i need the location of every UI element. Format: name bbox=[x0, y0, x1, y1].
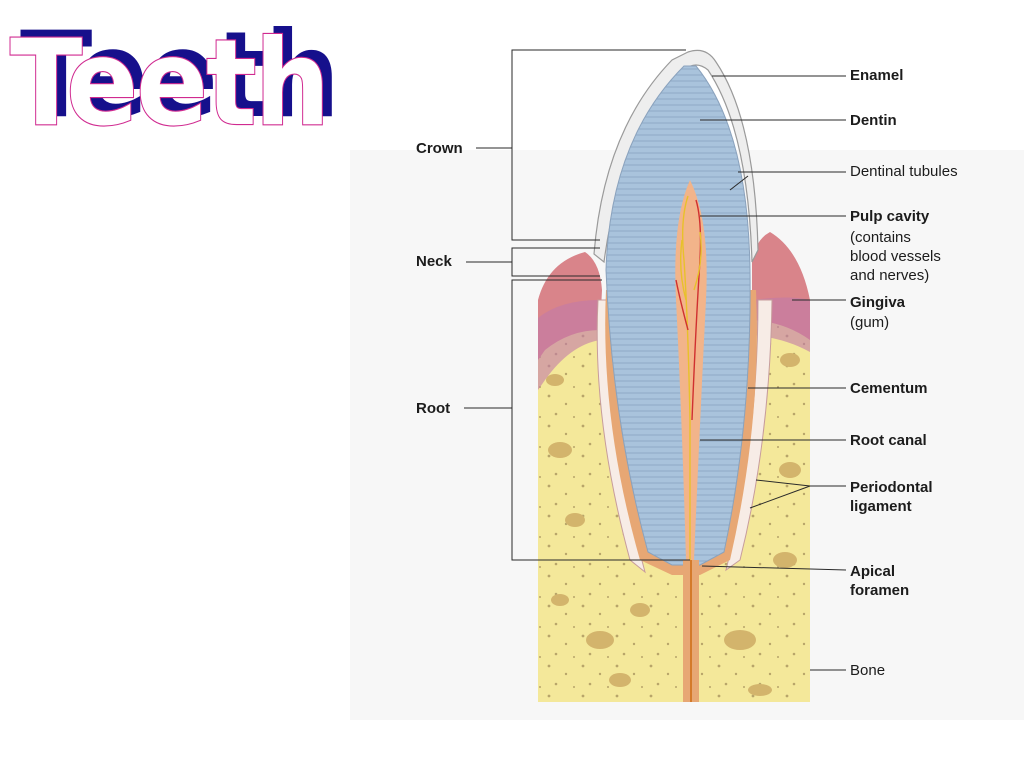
label-pulp-note-2: blood vessels bbox=[850, 248, 941, 265]
label-dentin: Dentin bbox=[850, 112, 897, 129]
label-gingiva: Gingiva bbox=[850, 294, 906, 311]
leader-lines bbox=[700, 75, 847, 671]
label-crown: Crown bbox=[416, 140, 463, 157]
slide-title-text: Teeth bbox=[9, 14, 331, 152]
label-neck: Neck bbox=[416, 253, 452, 270]
slide-title-shadow: Teeth bbox=[20, 6, 340, 144]
label-periodontal-1: Periodontal bbox=[850, 479, 933, 496]
label-periodontal-2: ligament bbox=[850, 498, 912, 515]
label-pulp-cavity: Pulp cavity bbox=[850, 208, 930, 225]
label-bone: Bone bbox=[850, 662, 886, 679]
label-pulp-note-3: and nerves) bbox=[850, 267, 930, 284]
label-gingiva-note: (gum) bbox=[850, 314, 890, 331]
gingiva-left-shade bbox=[538, 300, 600, 390]
label-root-canal: Root canal bbox=[850, 432, 927, 449]
label-apical-1: Apical bbox=[850, 563, 896, 580]
label-pulp-note-1: (contains bbox=[850, 229, 911, 246]
label-dentinal-tubules: Dentinal tubules bbox=[850, 163, 958, 180]
slide-title: Teeth Teeth bbox=[9, 13, 350, 152]
bone-spots bbox=[546, 353, 801, 696]
label-cementum: Cementum bbox=[850, 380, 928, 397]
label-enamel: Enamel bbox=[850, 67, 904, 84]
region-brackets bbox=[464, 49, 690, 561]
label-root: Root bbox=[416, 400, 451, 417]
blood-vessels-nerves bbox=[675, 195, 702, 560]
label-apical-2: foramen bbox=[850, 582, 910, 599]
